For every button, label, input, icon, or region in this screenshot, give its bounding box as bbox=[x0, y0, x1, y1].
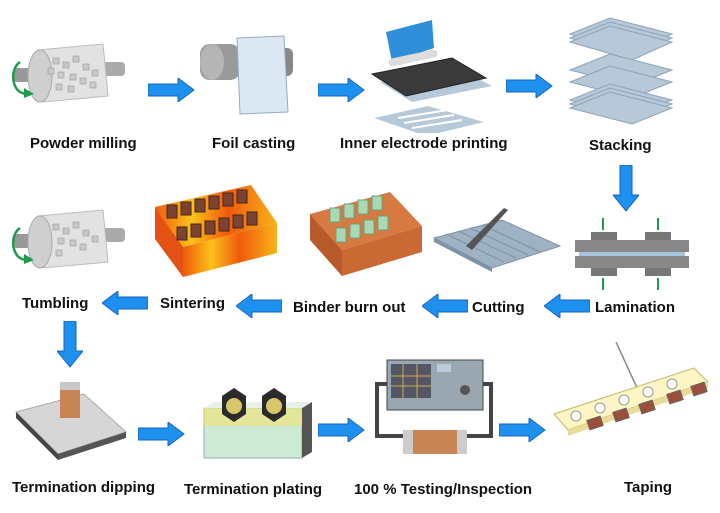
flow-arrow-down bbox=[57, 321, 83, 369]
flow-arrow-down bbox=[613, 165, 639, 213]
tumbling-illustration bbox=[8, 206, 128, 276]
plating-bath-icon bbox=[203, 388, 312, 459]
flow-arrow-right bbox=[318, 418, 366, 442]
flow-arrow-right bbox=[318, 78, 366, 102]
foil-casting-illustration bbox=[192, 30, 302, 120]
sintering-furnace-icon bbox=[155, 185, 277, 277]
dipping-plate-icon bbox=[15, 382, 127, 460]
tester-instrument-icon bbox=[375, 359, 493, 454]
lamination-press-icon bbox=[575, 218, 689, 290]
flow-arrow-right bbox=[148, 78, 196, 102]
sintering-illustration bbox=[153, 183, 278, 278]
lamination-illustration bbox=[573, 218, 693, 290]
step-label-tumbling: Tumbling bbox=[22, 295, 89, 312]
flow-arrow-left bbox=[102, 291, 148, 315]
step-label-lamination: Lamination bbox=[595, 299, 676, 316]
binder-burn-out-illustration bbox=[306, 186, 426, 276]
cutting-blade-icon bbox=[432, 208, 562, 272]
step-label-testing-inspection: 100 % Testing/Inspection bbox=[354, 481, 533, 498]
flow-arrow-left bbox=[544, 294, 590, 318]
binder-burnout-tray-icon bbox=[310, 192, 422, 276]
flow-arrow-left bbox=[236, 294, 282, 318]
step-label-sintering: Sintering bbox=[160, 295, 226, 312]
sheet-stack-icon bbox=[568, 17, 674, 125]
termination-dipping-illustration bbox=[14, 382, 129, 462]
flow-arrow-right bbox=[499, 418, 547, 442]
termination-plating-illustration bbox=[200, 384, 315, 464]
step-label-taping: Taping bbox=[624, 479, 673, 496]
flow-arrow-right bbox=[138, 422, 186, 446]
screen-printer-icon bbox=[370, 20, 492, 133]
step-label-stacking: Stacking bbox=[589, 137, 652, 154]
step-label-binder-burn-out: Binder burn out bbox=[293, 299, 406, 316]
powder-milling-illustration bbox=[8, 40, 128, 110]
foil-roll-icon bbox=[200, 35, 293, 115]
stacking-illustration bbox=[566, 12, 686, 127]
taping-illustration bbox=[548, 342, 716, 442]
testing-inspection-illustration bbox=[373, 356, 495, 456]
step-label-termination-plating: Termination plating bbox=[184, 481, 323, 498]
flow-arrow-left bbox=[422, 294, 468, 318]
cutting-illustration bbox=[432, 198, 562, 278]
ball-mill-icon bbox=[11, 43, 125, 103]
inner-electrode-printing-illustration bbox=[368, 18, 498, 133]
step-label-cutting: Cutting bbox=[472, 299, 525, 316]
step-label-inner-electrode-printing: Inner electrode printing bbox=[340, 135, 508, 152]
step-label-powder-milling: Powder milling bbox=[30, 135, 137, 152]
tumbling-barrel-icon bbox=[11, 209, 125, 269]
flow-arrow-right bbox=[506, 74, 554, 98]
step-label-termination-dipping: Termination dipping bbox=[12, 479, 156, 496]
carrier-tape-icon bbox=[553, 342, 709, 436]
step-label-foil-casting: Foil casting bbox=[212, 135, 296, 152]
